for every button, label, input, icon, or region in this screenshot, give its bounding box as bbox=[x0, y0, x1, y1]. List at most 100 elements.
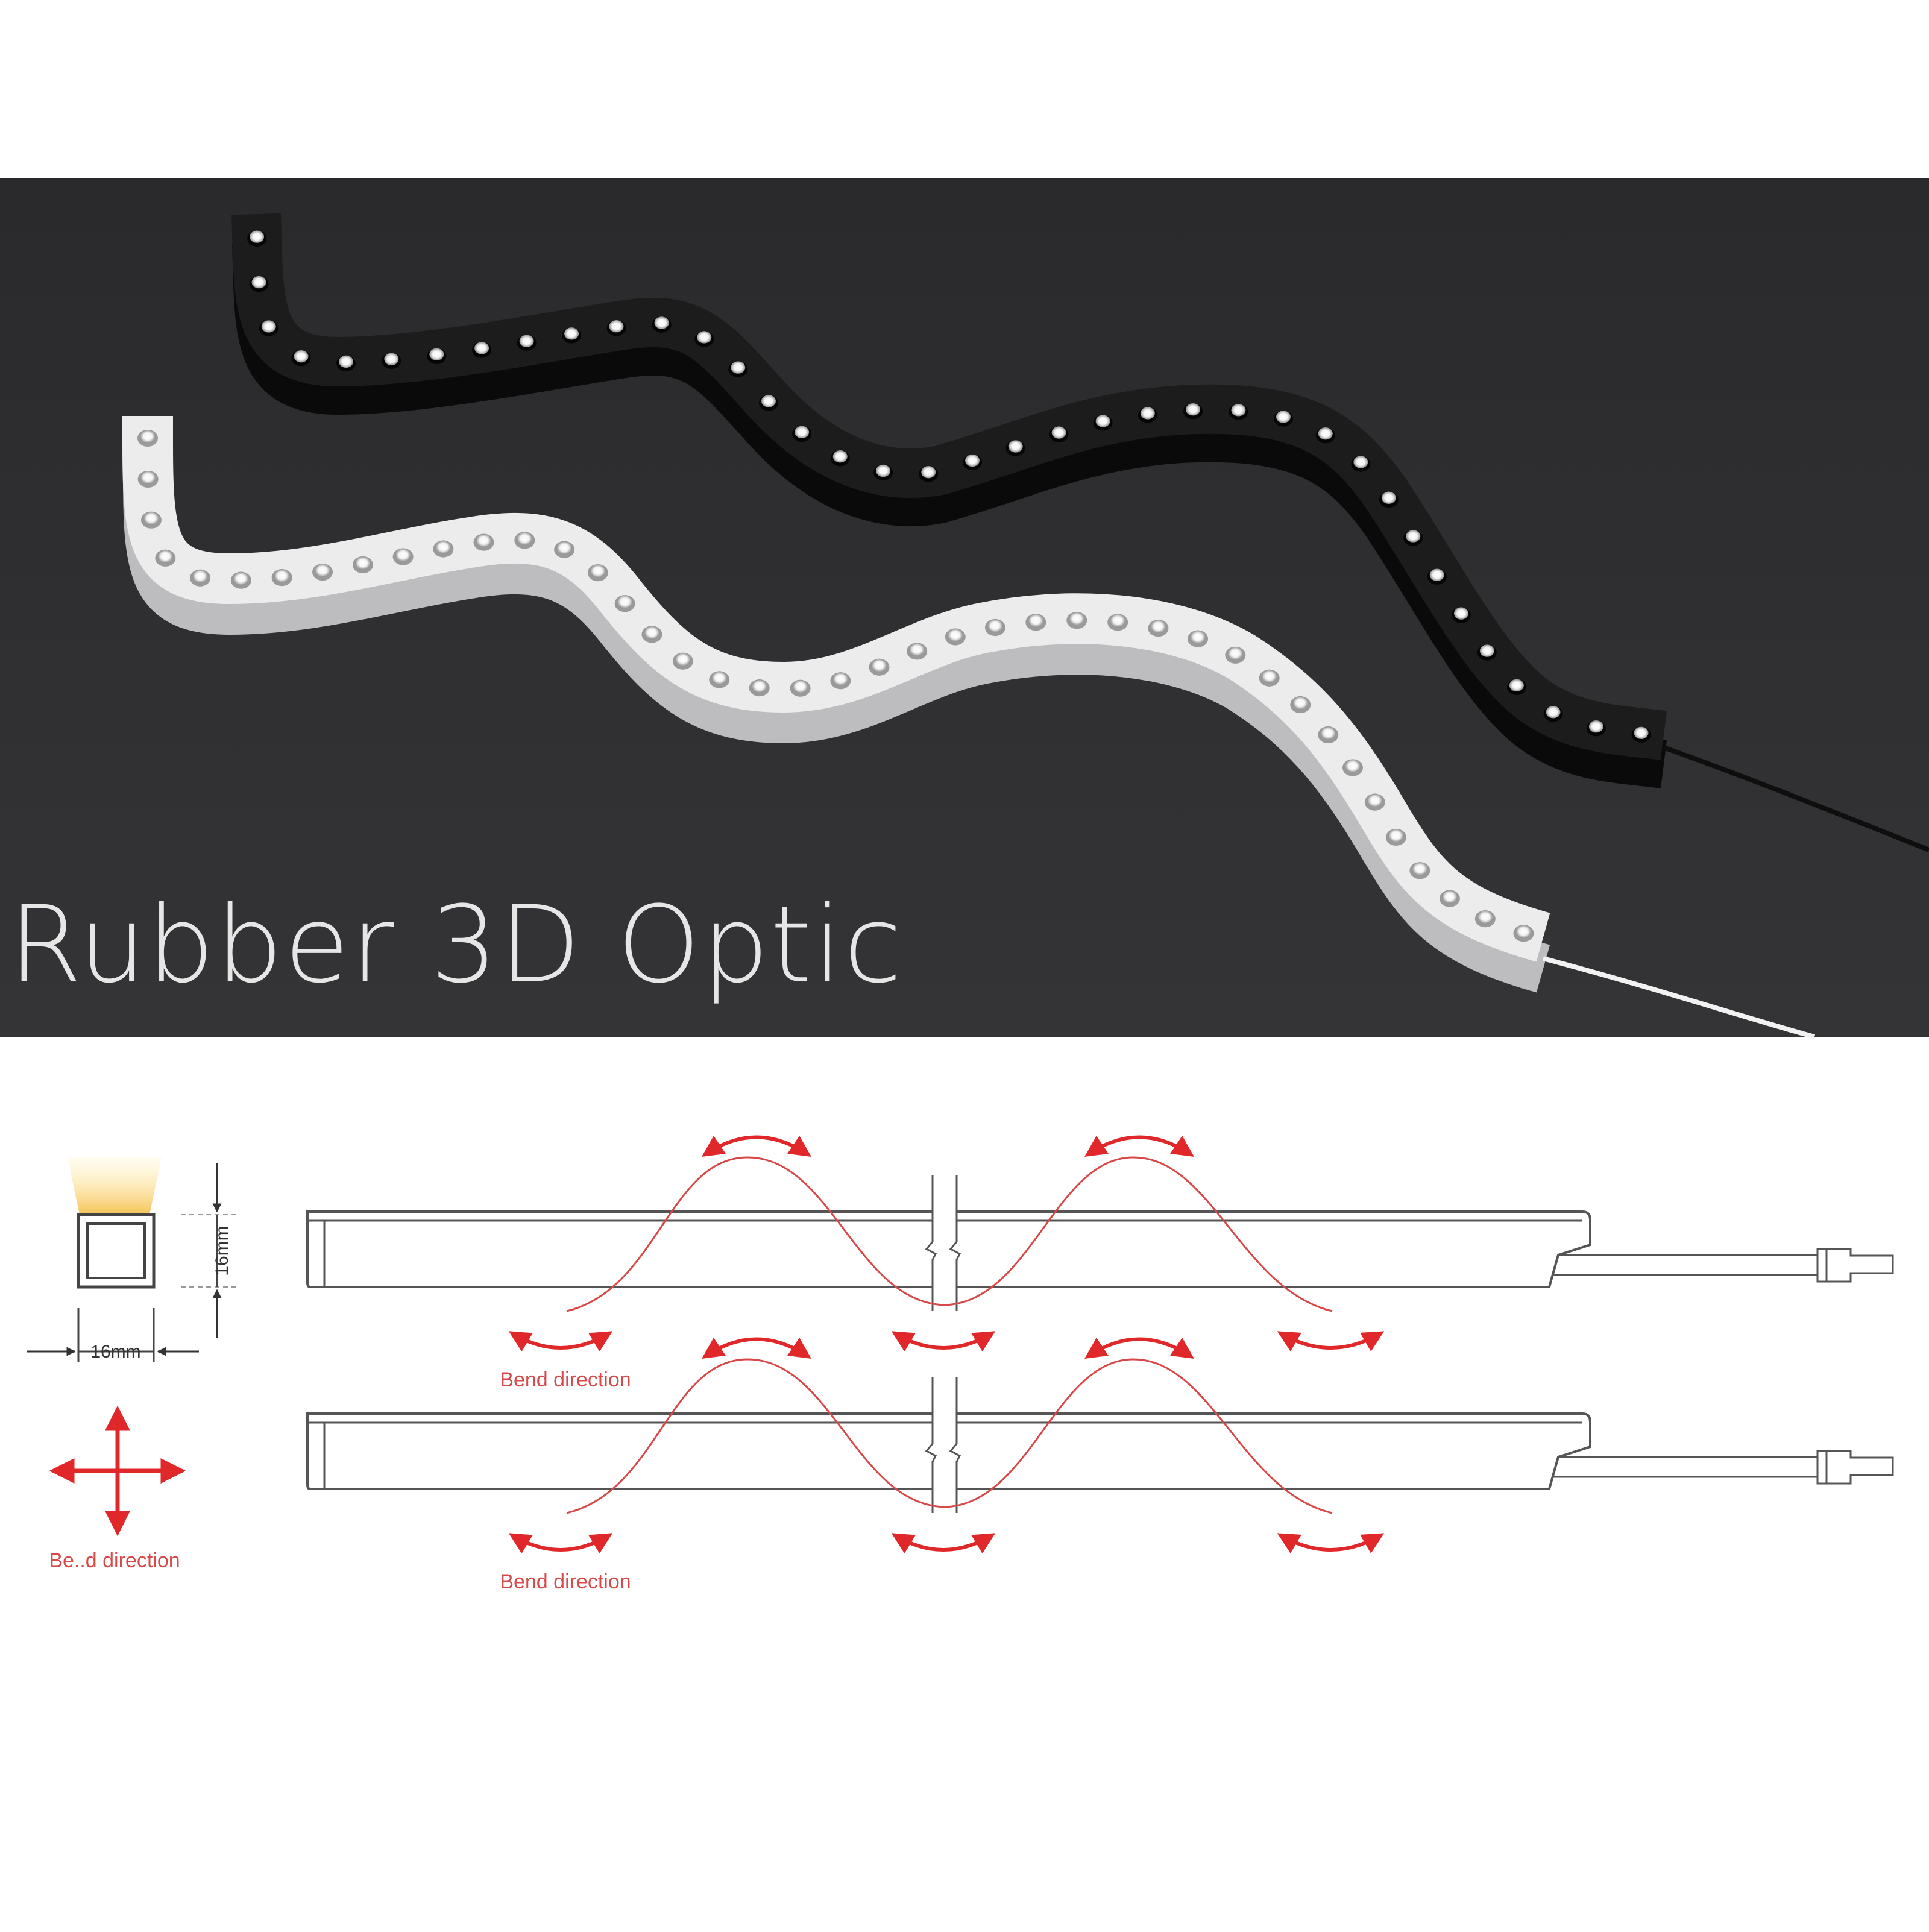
led-lens bbox=[1477, 910, 1493, 924]
profile-outer bbox=[77, 1213, 156, 1289]
strip-break-gap bbox=[933, 1377, 957, 1513]
led-lens bbox=[1546, 705, 1561, 719]
bend-arrow bbox=[891, 1331, 996, 1352]
led-lens bbox=[143, 511, 159, 525]
profile-inner bbox=[86, 1222, 146, 1279]
led-lens bbox=[987, 618, 1003, 633]
bend-arrow bbox=[1277, 1331, 1385, 1352]
led-lens bbox=[1150, 620, 1166, 634]
led-lens bbox=[644, 626, 660, 640]
led-lens bbox=[139, 429, 156, 444]
bend-arrow bbox=[702, 1135, 811, 1157]
led-lens bbox=[1412, 862, 1428, 876]
led-lens bbox=[1110, 614, 1126, 628]
break-line-left bbox=[925, 1175, 937, 1311]
led-lens bbox=[832, 450, 848, 463]
bend-diagram-2: Bend direction bbox=[306, 1337, 1894, 1593]
led-lens bbox=[251, 275, 266, 289]
strip-break-gap bbox=[933, 1175, 957, 1311]
led-lens bbox=[751, 679, 767, 693]
led-lens bbox=[832, 672, 849, 686]
black-led-strip bbox=[231, 213, 1929, 852]
led-lens bbox=[1095, 415, 1110, 427]
led-lens bbox=[1634, 726, 1649, 739]
light-glow bbox=[68, 1157, 162, 1215]
led-lens bbox=[1190, 630, 1206, 644]
led-lens bbox=[429, 348, 444, 360]
led-lens bbox=[909, 643, 925, 656]
led-lens bbox=[1320, 726, 1336, 740]
led-lens bbox=[395, 548, 411, 562]
bend-arrow bbox=[508, 1331, 613, 1352]
led-lens bbox=[315, 564, 331, 577]
led-lens bbox=[1588, 720, 1603, 733]
black-strip-cable bbox=[1663, 745, 1929, 852]
led-lens bbox=[947, 628, 963, 642]
led-lens bbox=[1140, 407, 1155, 420]
led-lens bbox=[697, 331, 712, 344]
bend-arrow bbox=[891, 1533, 996, 1554]
led-lens bbox=[274, 569, 290, 583]
led-lens bbox=[792, 679, 808, 693]
led-lens bbox=[1292, 696, 1309, 710]
led-lens bbox=[871, 658, 887, 672]
led-lens bbox=[192, 569, 209, 583]
led-lens bbox=[384, 353, 399, 365]
bend-curve bbox=[566, 1358, 1333, 1514]
led-lens bbox=[795, 426, 810, 439]
led-lens bbox=[617, 595, 633, 609]
led-lens bbox=[1515, 925, 1532, 939]
led-lens bbox=[233, 571, 249, 585]
bend-direction-icon: Be..d direction bbox=[49, 1405, 186, 1572]
led-lens bbox=[675, 652, 691, 666]
led-lens bbox=[1227, 646, 1244, 660]
bend-arrow bbox=[508, 1533, 613, 1554]
led-lens bbox=[761, 395, 776, 407]
bend-diagram-1: Bend direction bbox=[306, 1135, 1894, 1391]
led-lens bbox=[1008, 440, 1023, 453]
bend-direction-icon-label: Be..d direction bbox=[49, 1549, 180, 1572]
connector bbox=[1816, 1248, 1894, 1283]
led-lens bbox=[476, 533, 492, 547]
led-lens bbox=[1051, 426, 1066, 439]
led-lens bbox=[590, 564, 606, 578]
bend-arrow bbox=[1084, 1135, 1194, 1157]
led-lens bbox=[250, 230, 265, 243]
led-lens bbox=[1231, 404, 1246, 417]
break-line-left bbox=[925, 1377, 937, 1513]
led-lens bbox=[564, 327, 579, 340]
led-lens bbox=[519, 335, 534, 347]
width-label: 16mm bbox=[90, 1342, 140, 1362]
led-lens bbox=[339, 355, 354, 368]
break-line-right bbox=[949, 1175, 961, 1311]
white-strip-cable bbox=[1542, 956, 1816, 1039]
led-lens bbox=[654, 316, 669, 329]
led-lens bbox=[1069, 612, 1085, 626]
led-lens bbox=[1186, 403, 1201, 416]
led-lens bbox=[1429, 568, 1444, 581]
led-lens bbox=[731, 361, 746, 374]
bend-arrow bbox=[702, 1337, 811, 1359]
led-lens bbox=[965, 454, 980, 467]
led-lens bbox=[1261, 669, 1277, 683]
led-lens bbox=[1028, 614, 1044, 628]
connector bbox=[1816, 1450, 1894, 1485]
led-lens bbox=[1345, 759, 1361, 773]
led-lens bbox=[1509, 679, 1524, 692]
led-lens bbox=[1441, 890, 1458, 904]
led-lens bbox=[1381, 491, 1396, 504]
cross-section: 16mm 16mm bbox=[27, 1157, 238, 1362]
led-lens bbox=[1353, 456, 1368, 468]
led-lens bbox=[556, 541, 573, 555]
led-lens bbox=[1318, 427, 1333, 440]
bend-arrow bbox=[1277, 1533, 1385, 1554]
led-lens bbox=[294, 350, 309, 363]
led-lens bbox=[435, 540, 452, 554]
bend-direction-label: Bend direction bbox=[500, 1368, 631, 1391]
led-lens bbox=[1367, 793, 1383, 807]
led-lens bbox=[711, 671, 728, 685]
led-lens bbox=[157, 549, 174, 563]
bend-curve bbox=[566, 1156, 1333, 1312]
